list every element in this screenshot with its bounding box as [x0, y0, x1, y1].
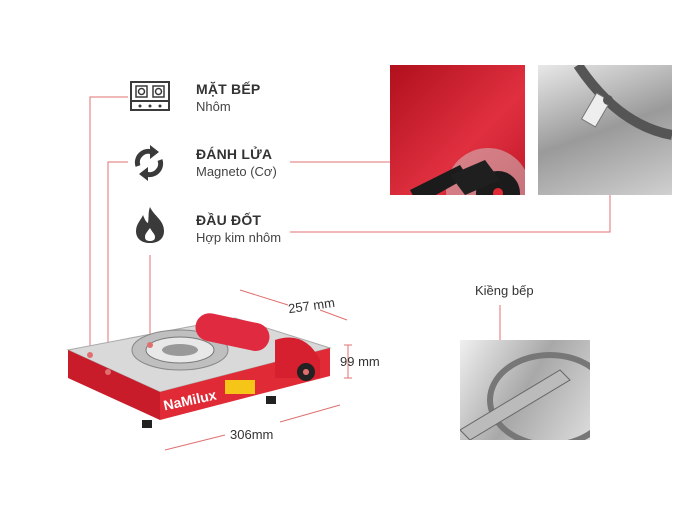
feature-title-burner: ĐẦU ĐỐT	[196, 212, 262, 228]
dim-line-width-b	[164, 434, 226, 451]
dim-line-width-a	[279, 404, 341, 423]
feature-subtitle-cooktop: Nhôm	[196, 99, 231, 114]
burner-igniter-photo	[538, 65, 672, 195]
leader-line-cooktop	[89, 96, 128, 355]
feature-title-cooktop: MẶT BẾP	[196, 81, 261, 97]
refresh-cycle-icon	[132, 144, 166, 182]
leader-line-burner	[290, 195, 611, 233]
pot-support-label: Kiềng bếp	[475, 283, 534, 298]
dimension-height: 99 mm	[340, 354, 380, 369]
stovetop-icon	[130, 81, 170, 111]
dim-line-depth-a	[239, 289, 289, 306]
feature-subtitle-burner: Hợp kim nhôm	[196, 230, 282, 245]
flame-icon	[134, 206, 166, 244]
dimension-width: 306mm	[230, 427, 274, 442]
pot-support-photo	[460, 340, 590, 440]
leader-line-ignition-left	[107, 161, 128, 372]
stove-illustration	[66, 313, 332, 428]
feature-title-ignition: ĐÁNH LỬA	[196, 146, 273, 162]
ignition-knob-photo	[390, 65, 525, 195]
dim-line-depth-b	[319, 309, 348, 321]
feature-subtitle-ignition: Magneto (Cơ)	[196, 164, 277, 179]
